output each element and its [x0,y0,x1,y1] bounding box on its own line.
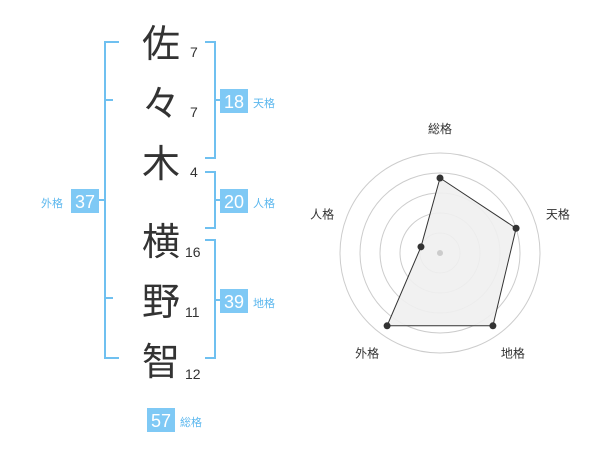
gaikaku-badge: 外格 37 [41,189,99,213]
gaikaku-value: 37 [75,192,95,212]
name-char-2: 々 [142,82,180,126]
tenkaku-badge-bg [220,89,248,113]
name-char-4: 横 [142,220,180,264]
soukaku-badge-bg [147,408,175,432]
gaikaku-badge-bg [71,189,99,213]
name-char-5: 野 [142,280,180,324]
radar-axis-label-3: 地格 [501,345,525,360]
stroke-count-5: 11 [185,304,200,320]
gaikaku-label: 外格 [41,196,63,210]
chikaku-label: 地格 [253,296,275,310]
radar-axis-label-1: 総格 [428,121,452,136]
name-char-3: 木 [142,142,180,186]
name-char-6: 智 [142,340,180,384]
radar-data-polygon [386,177,517,327]
radar-grid-ring-4 [359,172,521,334]
radar-axis-label-5: 人格 [310,207,334,222]
stroke-count-3: 4 [190,164,198,180]
soukaku-value: 57 [151,411,171,431]
name-analysis-panel: 佐 7 々 7 木 4 横 16 野 11 智 12 18 天格 20 人格 3… [41,22,275,432]
radar-point-4 [383,322,391,330]
jinkaku-label: 人格 [253,196,275,210]
stroke-count-1: 7 [190,44,198,60]
jinkaku-bracket [205,171,220,229]
chikaku-value: 39 [224,292,244,312]
stroke-count-4: 16 [185,244,201,260]
chikaku-badge: 39 地格 [220,289,275,313]
stroke-count-6: 12 [185,366,201,382]
gaikaku-bracket [98,41,119,359]
tenkaku-value: 18 [224,92,244,112]
soukaku-label: 総格 [180,415,202,429]
radar-point-3 [489,322,497,330]
tenkaku-bracket [205,41,220,159]
chikaku-bracket [205,239,220,359]
radar-axis-label-2: 天格 [546,207,570,222]
jinkaku-badge: 20 人格 [220,189,275,213]
radar-point-1 [436,174,444,182]
radar-point-5 [417,243,425,251]
tenkaku-badge: 18 天格 [220,89,275,113]
jinkaku-value: 20 [224,192,244,212]
stroke-count-2: 7 [190,104,198,120]
radar-grid-ring-5 [339,152,541,354]
soukaku-badge: 57 総格 [147,408,202,432]
jinkaku-badge-bg [220,189,248,213]
radar-point-2 [512,224,520,232]
radar-center-dot [437,250,443,256]
tenkaku-label: 天格 [253,96,275,110]
name-char-1: 佐 [142,22,180,66]
radar-axis-label-4: 外格 [355,345,379,360]
chikaku-badge-bg [220,289,248,313]
